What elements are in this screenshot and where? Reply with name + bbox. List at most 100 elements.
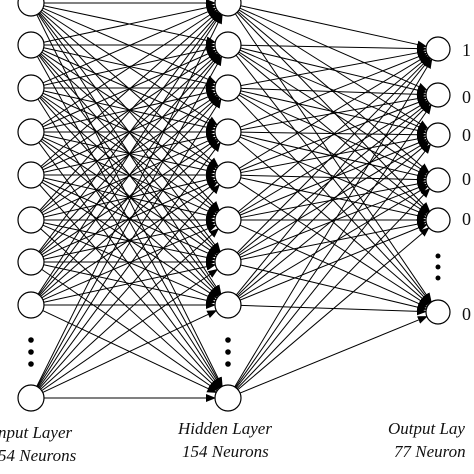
hidden-output-edge: [239, 7, 428, 91]
ellipsis-dot: [435, 275, 441, 281]
input-neuron: [17, 31, 45, 59]
ellipsis-dot: [225, 337, 231, 343]
input-hidden-edge: [43, 220, 217, 260]
hidden-layer-ellipsis: [225, 337, 231, 367]
input-to-hidden-connections: [36, 0, 223, 402]
hidden-output-edge: [238, 54, 429, 169]
hidden-output-edge: [240, 177, 428, 220]
hidden-output-edge: [240, 87, 428, 99]
hidden-output-edge: [239, 52, 428, 128]
output-value-3: 0: [462, 125, 471, 145]
output-layer-title: Output Lay: [388, 419, 465, 438]
hidden-neuron: [214, 74, 242, 102]
hidden-output-edge: [237, 101, 430, 255]
hidden-output-edge: [235, 143, 432, 389]
output-layer-count: 77 Neuron: [394, 442, 466, 461]
hidden-output-edge: [235, 57, 432, 296]
hidden-neuron: [214, 0, 242, 17]
output-neuron: [425, 36, 451, 62]
ellipsis-dot: [225, 361, 231, 367]
hidden-output-edge: [237, 227, 430, 390]
input-hidden-edge: [41, 51, 218, 169]
hidden-neuron: [214, 161, 242, 189]
output-value-labels: 1 0 0 0 0 0: [462, 40, 471, 324]
hidden-neuron: [214, 206, 242, 234]
input-hidden-edge: [40, 10, 219, 167]
hidden-neuron: [214, 31, 242, 59]
input-neuron: [17, 74, 45, 102]
hidden-to-output-connections: [234, 5, 433, 394]
input-neuron: [17, 206, 45, 234]
hidden-output-edge: [236, 56, 431, 254]
hidden-output-edge: [237, 141, 430, 298]
hidden-output-edge: [237, 55, 430, 213]
input-layer-neurons: [17, 0, 45, 412]
output-value-4: 0: [462, 169, 471, 189]
input-hidden-edge: [41, 181, 218, 299]
hidden-output-edge: [240, 44, 428, 53]
input-hidden-edge: [42, 224, 217, 301]
input-hidden-edge: [42, 92, 218, 171]
ellipsis-dot: [28, 349, 34, 355]
input-layer-count: 54 Neurons: [0, 446, 77, 465]
hidden-output-edge: [239, 98, 428, 171]
input-hidden-edge: [39, 183, 221, 389]
input-hidden-edge: [36, 55, 223, 387]
hidden-output-edge: [236, 102, 431, 297]
output-neuron: [425, 82, 451, 108]
hidden-output-edge: [239, 139, 428, 216]
input-hidden-edge: [42, 7, 217, 84]
hidden-layer-title: Hidden Layer: [177, 419, 272, 438]
hidden-layer-neurons: [214, 0, 242, 412]
input-hidden-edge: [41, 9, 218, 126]
output-value-2: 0: [462, 87, 471, 107]
input-hidden-edge: [43, 45, 217, 86]
hidden-output-edge: [238, 51, 429, 175]
hidden-output-edge: [239, 316, 428, 394]
input-hidden-edge: [38, 54, 221, 295]
ellipsis-dot: [28, 361, 34, 367]
hidden-neuron: [214, 384, 242, 412]
hidden-output-edge: [234, 104, 432, 388]
input-hidden-edge: [38, 12, 221, 252]
output-neuron: [425, 207, 451, 233]
input-neuron: [17, 291, 45, 319]
input-hidden-edge: [42, 310, 218, 393]
hidden-output-edge: [239, 183, 428, 258]
hidden-neuron: [214, 118, 242, 146]
output-layer-neurons: [425, 36, 451, 325]
output-neuron: [425, 122, 451, 148]
input-hidden-edge: [41, 268, 219, 392]
input-hidden-edge: [37, 98, 222, 388]
hidden-output-edge: [240, 134, 428, 180]
hidden-output-edge: [239, 224, 428, 301]
hidden-output-edge: [240, 48, 428, 87]
output-value-1: 1: [462, 40, 471, 60]
input-hidden-edge: [37, 13, 222, 295]
input-layer-title: nput Layer: [0, 423, 73, 442]
ellipsis-dot: [225, 349, 231, 355]
hidden-output-edge: [238, 9, 429, 130]
hidden-neuron: [214, 248, 242, 276]
input-layer-ellipsis: [28, 337, 34, 367]
hidden-layer-count: 154 Neurons: [182, 442, 269, 461]
input-hidden-edge: [43, 262, 217, 303]
input-hidden-edge: [43, 3, 217, 43]
input-hidden-edge: [38, 141, 221, 388]
input-hidden-edge: [39, 11, 220, 211]
input-neuron: [17, 118, 45, 146]
input-neuron: [17, 384, 45, 412]
hidden-output-edge: [238, 140, 429, 256]
hidden-output-edge: [238, 100, 429, 214]
output-value-6: 0: [462, 304, 471, 324]
hidden-output-edge: [240, 5, 428, 49]
input-hidden-edge: [40, 139, 219, 297]
output-layer-ellipsis: [435, 253, 441, 281]
input-hidden-edge: [36, 13, 223, 387]
layer-captions: nput Layer 54 Neurons Hidden Layer 154 N…: [0, 419, 466, 465]
hidden-output-edge: [234, 58, 433, 388]
input-hidden-edge: [42, 136, 218, 216]
hidden-output-edge: [240, 264, 428, 312]
hidden-output-edge: [240, 47, 428, 95]
